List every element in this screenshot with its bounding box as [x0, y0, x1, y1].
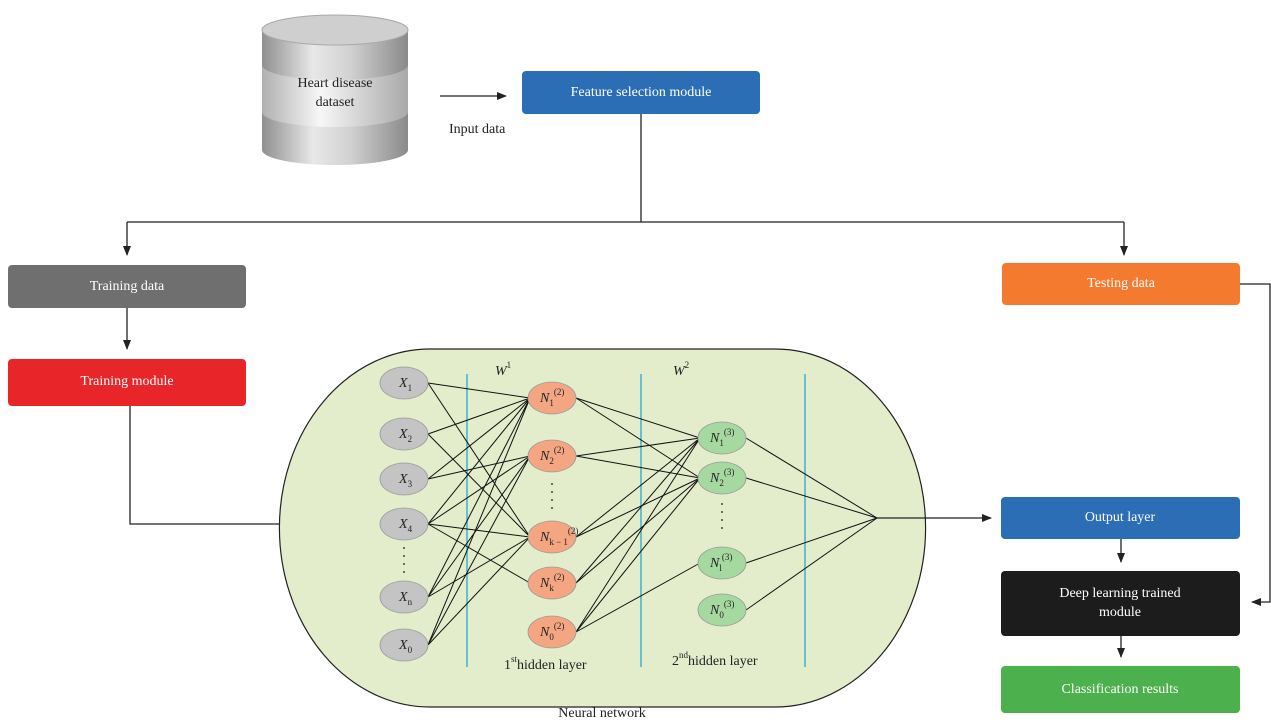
classification-results-label: Classification results [1061, 682, 1178, 697]
connection-hidden2-output [745, 477, 878, 519]
output-layer-label: Output layer [1085, 510, 1156, 525]
connection-input-hidden1 [427, 397, 531, 646]
input-node-x0-label: X0 [398, 638, 413, 655]
connection-input-hidden1 [427, 523, 531, 538]
classification-results-box: Classification results [1001, 666, 1240, 713]
hidden2-node-4-label: N0(3) [709, 599, 734, 620]
connection-input-hidden1 [427, 382, 531, 538]
input-node-x4: X4 [379, 507, 429, 541]
input-node-xn-label: Xn [398, 590, 413, 607]
input-data-label: Input data [449, 122, 506, 137]
connection-hidden2-output [745, 517, 878, 564]
connection-hidden2-output [745, 437, 878, 519]
connection-input-hidden1 [427, 536, 531, 598]
connection-input-hidden1 [427, 382, 531, 399]
dataset-label-line2: dataset [316, 95, 355, 110]
deep-learning-box: Deep learning trained module [1001, 571, 1240, 636]
weight-w1-label: W1 [495, 360, 511, 379]
arrow-testing-to-deep-learning [1240, 283, 1271, 606]
database-icon: Heart disease dataset [261, 14, 409, 165]
input-node-x0: X0 [379, 628, 429, 662]
connection-input-hidden1 [427, 397, 531, 525]
hidden1-node-2-label: N2(2) [539, 445, 564, 466]
connection-hidden1-hidden2 [575, 397, 701, 479]
feature-selection-box: Feature selection module [522, 71, 760, 114]
connection-hidden1-hidden2 [575, 477, 701, 538]
dots-inputs [403, 547, 405, 573]
training-module-box: Training module [8, 359, 246, 406]
deep-learning-label-line1: Deep learning trained [1059, 586, 1180, 601]
connection-input-hidden1 [427, 536, 531, 646]
connection-hidden1-hidden2 [575, 437, 701, 457]
hidden2-node-1-label: N1(3) [709, 427, 734, 448]
connection-input-hidden1 [427, 397, 531, 598]
hidden-layer-1-label: 1sthidden layer [504, 654, 587, 673]
input-node-x2-label: X2 [398, 427, 412, 444]
hidden1-node-5-label: N0(2) [539, 621, 564, 642]
network-connections [427, 382, 878, 646]
input-node-x3: X3 [379, 462, 429, 496]
connection-hidden1-hidden2 [575, 477, 701, 584]
hidden2-node-2: N2(3) [697, 461, 747, 495]
hidden-layer-2-label: 2ndhidden layer [672, 650, 758, 669]
connection-input-hidden1 [427, 455, 531, 480]
connection-hidden1-hidden2 [575, 397, 701, 439]
hidden2-node-1: N1(3) [697, 421, 747, 455]
dataset-label-line1: Heart disease [297, 76, 372, 91]
input-node-x4-label: X4 [398, 517, 413, 534]
hidden2-node-4: N0(3) [697, 593, 747, 627]
deep-learning-label-line2: module [1099, 605, 1141, 620]
connection-hidden1-hidden2 [575, 455, 701, 479]
hidden1-node-3: Nk − 1(2) [527, 520, 578, 554]
connection-hidden1-hidden2 [575, 437, 701, 584]
training-data-label: Training data [90, 279, 165, 294]
weight-w2-label: W2 [673, 360, 689, 379]
connection-input-hidden1 [427, 523, 531, 584]
connection-hidden1-hidden2 [575, 477, 701, 633]
connection-input-hidden1 [427, 433, 531, 538]
hidden2-node-3-label: Nl(3) [709, 552, 732, 573]
connection-hidden1-hidden2 [575, 437, 701, 633]
testing-data-label: Testing data [1087, 276, 1156, 291]
hidden2-node-2-label: N2(3) [709, 467, 734, 488]
training-data-box: Training data [8, 265, 246, 308]
input-node-x1-label: X1 [398, 376, 412, 393]
hidden1-node-5: N0(2) [527, 615, 577, 649]
connection-input-hidden1 [427, 455, 531, 646]
connection-input-hidden1 [427, 397, 531, 480]
split-connector [123, 114, 1128, 256]
input-node-x3-label: X3 [398, 472, 413, 489]
hidden1-node-1: N1(2) [527, 381, 577, 415]
connection-hidden1-hidden2 [575, 562, 701, 633]
hidden1-node-2: N2(2) [527, 439, 577, 473]
testing-data-box: Testing data [1002, 263, 1240, 305]
hidden1-node-4: Nk(2) [527, 566, 577, 600]
connection-input-hidden1 [427, 455, 531, 598]
training-module-label: Training module [80, 374, 173, 389]
input-node-x1: X1 [379, 366, 429, 400]
connection-hidden1-hidden2 [575, 437, 701, 538]
connection-input-hidden1 [427, 397, 531, 435]
hidden2-node-3: Nl(3) [697, 546, 747, 580]
hidden1-node-4-label: Nk(2) [539, 572, 564, 593]
feature-selection-label: Feature selection module [571, 85, 712, 100]
dots-hidden2 [721, 503, 723, 529]
input-node-xn: Xn [379, 580, 429, 614]
hidden1-node-3-label: Nk − 1(2) [539, 526, 578, 547]
neural-network-caption: Neural network [558, 706, 645, 721]
arrow-training-module-to-network [129, 406, 302, 528]
connection-input-hidden1 [427, 455, 531, 525]
input-node-x2: X2 [379, 417, 429, 451]
output-layer-box: Output layer [1001, 497, 1240, 539]
hidden1-node-1-label: N1(2) [539, 387, 564, 408]
dots-hidden1 [551, 483, 553, 509]
connection-hidden2-output [745, 517, 878, 611]
